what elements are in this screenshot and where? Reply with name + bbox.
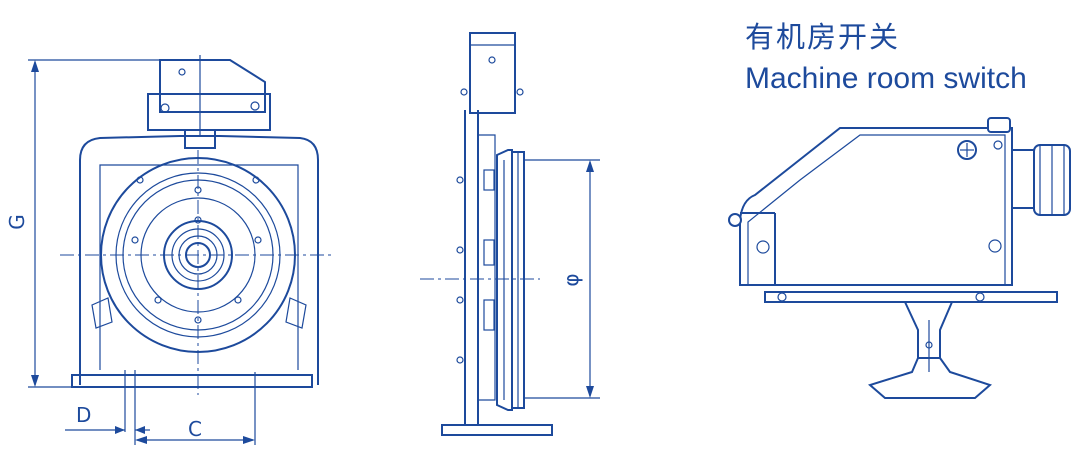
dimension-g-label: G [5, 214, 29, 230]
front-view: G [5, 55, 335, 445]
dimension-d-label: D [76, 403, 91, 427]
dimension-c-label: C [188, 417, 202, 441]
dimension-phi-label: φ [559, 273, 583, 286]
caption-chinese: 有机房开关 [745, 20, 901, 54]
caption-english: Machine room switch [745, 62, 1027, 95]
switch-detail-view [728, 117, 1071, 399]
side-view: φ [420, 32, 600, 436]
